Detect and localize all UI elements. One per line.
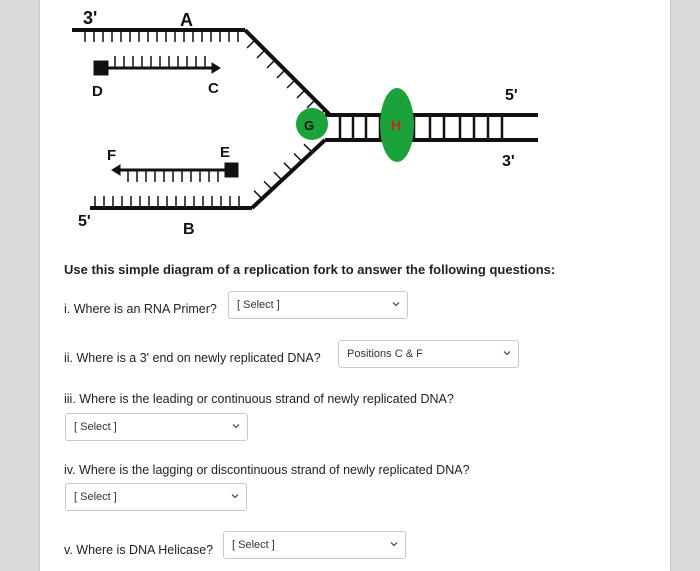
label-a: A — [180, 10, 193, 30]
label-f: F — [107, 147, 116, 164]
rna-primer-d — [93, 60, 109, 76]
base-tick — [286, 79, 296, 89]
question-1-selected: [ Select ] — [237, 299, 280, 311]
circle-g — [296, 108, 328, 140]
question-5-text: v. Where is DNA Helicase? — [64, 543, 214, 557]
base-tick — [246, 39, 256, 49]
base-tick — [306, 99, 316, 109]
base-tick — [263, 180, 273, 190]
label-d: D — [92, 83, 103, 100]
bottom-parental-strand — [90, 138, 327, 210]
label-top-left-3prime: 3' — [83, 8, 97, 28]
label-top-right-5prime: 5' — [505, 87, 518, 104]
question-3-dropdown[interactable]: [ Select ] — [65, 413, 248, 441]
question-1-text: i. Where is an RNA Primer? — [64, 302, 217, 316]
base-tick — [303, 143, 313, 153]
instructions-text: Use this simple diagram of a replication… — [64, 262, 556, 277]
question-4-text: iv. Where is the lagging or discontinuou… — [64, 463, 470, 477]
arrowhead-c — [211, 62, 221, 74]
chevron-down-icon — [390, 542, 398, 547]
base-tick — [283, 162, 293, 172]
question-4-selected: [ Select ] — [74, 491, 117, 503]
base-tick — [273, 171, 283, 181]
replication-fork-diagram: 3' A D C 5' G H F E 3' 5' B — [72, 8, 538, 238]
oval-h — [380, 88, 414, 162]
question-3-selected: [ Select ] — [74, 421, 117, 433]
label-c: C — [208, 80, 219, 97]
question-5-selected: [ Select ] — [232, 539, 275, 551]
chevron-down-icon — [392, 302, 400, 307]
chevron-down-icon — [231, 494, 239, 499]
base-tick — [293, 152, 303, 163]
question-1-dropdown[interactable]: [ Select ] — [228, 291, 408, 319]
top-parental-strand — [72, 28, 332, 119]
label-e: E — [220, 144, 230, 161]
question-2-dropdown[interactable]: Positions C & F — [338, 340, 519, 368]
base-tick — [256, 49, 266, 59]
base-tick — [296, 89, 306, 99]
base-tick — [276, 69, 286, 79]
question-3-text: iii. Where is the leading or continuous … — [64, 392, 454, 406]
new-strand-top — [93, 56, 221, 76]
chevron-down-icon — [232, 424, 240, 429]
question-4-dropdown[interactable]: [ Select ] — [65, 483, 247, 511]
arrowhead-f — [111, 164, 121, 176]
rna-primer-e — [224, 162, 239, 178]
chevron-down-icon — [503, 351, 511, 356]
label-bottom-right-3prime: 3' — [502, 153, 515, 170]
question-2-text: ii. Where is a 3' end on newly replicate… — [64, 351, 321, 365]
question-2-selected: Positions C & F — [347, 348, 423, 360]
worksheet-panel: 3' A D C 5' G H F E 3' 5' B Use this sim… — [40, 0, 670, 571]
question-5-dropdown[interactable]: [ Select ] — [223, 531, 406, 559]
label-h: H — [391, 117, 401, 133]
base-tick — [266, 59, 276, 69]
base-tick — [253, 190, 263, 200]
label-b: B — [183, 221, 195, 238]
label-bottom-left-5prime: 5' — [78, 213, 91, 230]
parental-duplex — [325, 113, 538, 142]
label-g: G — [304, 118, 314, 133]
new-strand-bottom — [111, 162, 239, 182]
